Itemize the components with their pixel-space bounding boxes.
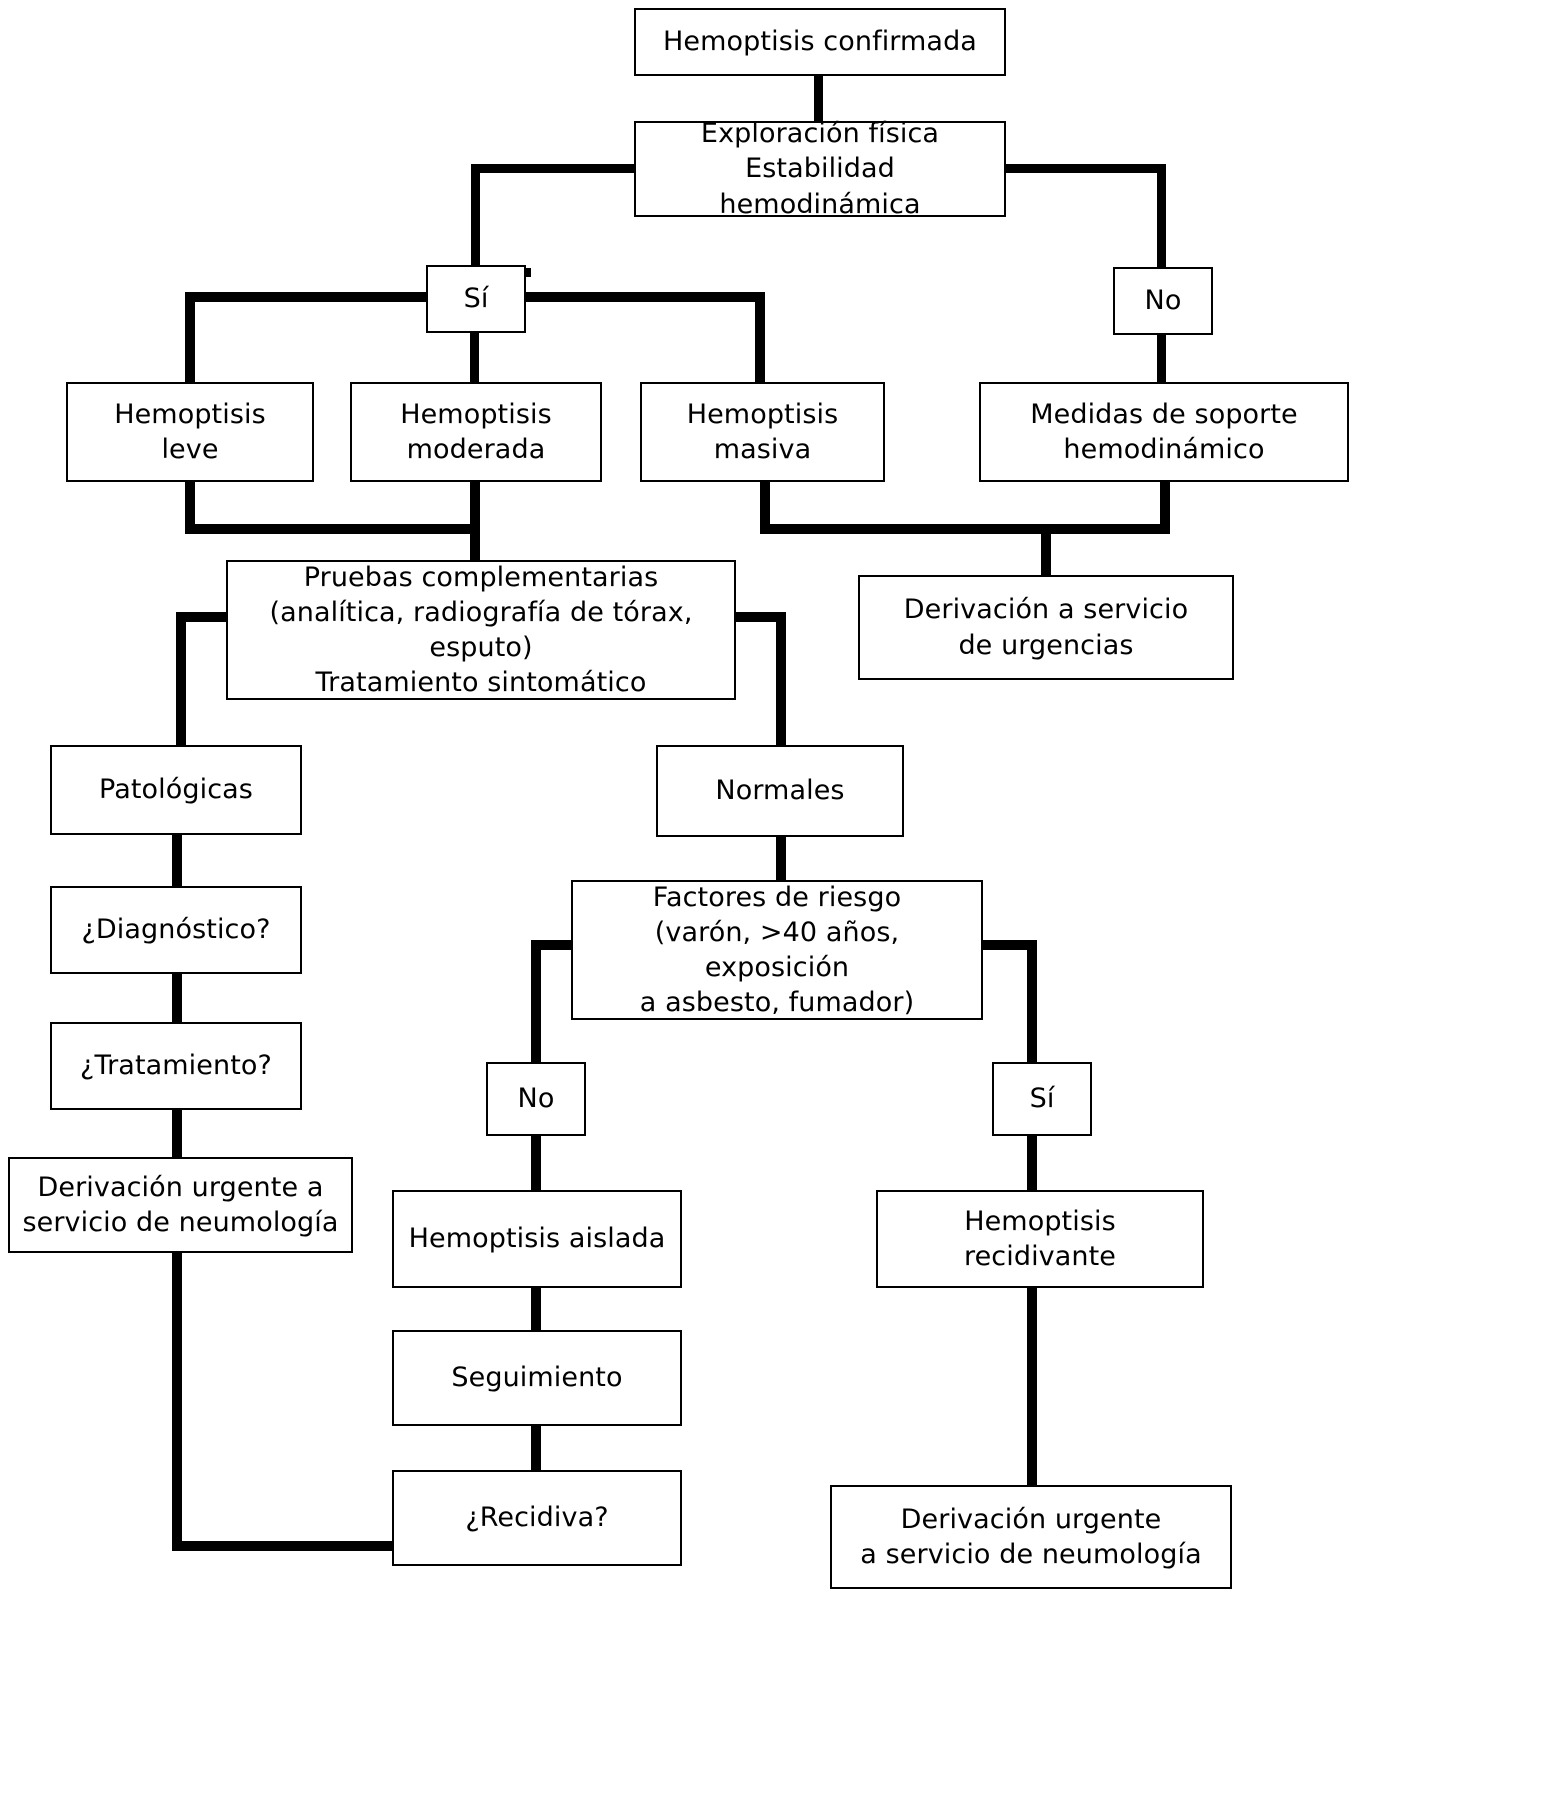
node-exploracion-fisica[interactable]: Exploración física Estabilidad hemodinám… xyxy=(634,118,1006,220)
node-pruebas-complementarias[interactable]: Pruebas complementarias (analítica, radi… xyxy=(226,560,736,700)
edge-medidas-down xyxy=(1160,480,1170,532)
edge-si2-to-recidivante xyxy=(1027,1130,1037,1192)
edge-tratamiento-to-derivacion xyxy=(172,1107,182,1160)
node-label: ¿Recidiva? xyxy=(465,1502,609,1534)
node-label: Derivación a servicio de urgencias xyxy=(903,594,1189,661)
edge-seguimiento-to-recidiva xyxy=(531,1423,541,1476)
node-patologicas[interactable]: Patológicas xyxy=(50,745,302,835)
edge-patologicas-to-diagnostico xyxy=(172,833,182,889)
node-label: Patológicas xyxy=(99,774,253,806)
edge-pruebas-left-horizontal xyxy=(176,612,231,622)
edge-pruebas-left-vertical xyxy=(176,612,186,747)
node-factores-riesgo[interactable]: Factores de riesgo (varón, >40 años, exp… xyxy=(571,880,983,1020)
node-label: Hemoptisis recidivante xyxy=(963,1205,1117,1272)
node-label: Exploración física Estabilidad hemodinám… xyxy=(700,118,940,220)
edge-factores-right-vertical xyxy=(1027,940,1037,1065)
node-label: Medidas de soporte hemodinámico xyxy=(1030,398,1298,465)
edge-factores-left-horizontal xyxy=(531,940,581,950)
edge-merge-to-urgencias xyxy=(1041,524,1051,577)
edge-recidivante-to-derivacion xyxy=(1027,1285,1037,1490)
node-recidiva[interactable]: ¿Recidiva? xyxy=(392,1470,682,1566)
node-label: Seguimiento xyxy=(451,1362,623,1394)
node-hemoptisis-leve[interactable]: Hemoptisis leve xyxy=(66,382,314,482)
edge-derivacion-izq-down xyxy=(172,1250,182,1550)
node-label: Normales xyxy=(715,775,845,807)
edge-si-top-vertical xyxy=(471,240,480,276)
edge-leve-moderada-merge-horizontal xyxy=(185,524,480,534)
edge-no-to-medidas xyxy=(1157,330,1166,385)
node-no-2[interactable]: No xyxy=(486,1062,586,1136)
node-label: Hemoptisis leve xyxy=(114,398,266,465)
node-medidas-soporte[interactable]: Medidas de soporte hemodinámico xyxy=(979,382,1349,482)
node-derivacion-urgencias[interactable]: Derivación a servicio de urgencias xyxy=(858,575,1234,680)
edge-exploracion-right-horizontal xyxy=(1006,164,1166,173)
node-label: No xyxy=(1144,285,1182,317)
node-hemoptisis-recidivante[interactable]: Hemoptisis recidivante xyxy=(876,1190,1204,1288)
edge-confirmada-to-exploracion xyxy=(814,74,823,124)
edge-pruebas-right-vertical xyxy=(776,612,786,747)
edge-factores-left-vertical xyxy=(531,940,541,1065)
node-label: Sí xyxy=(463,283,489,315)
edge-right-to-no-vertical xyxy=(1157,164,1166,270)
node-tratamiento[interactable]: ¿Tratamiento? xyxy=(50,1022,302,1110)
edge-bus-right-drop xyxy=(755,292,765,385)
edge-si-down-vertical xyxy=(470,330,479,385)
edge-merge-to-pruebas xyxy=(470,524,480,562)
node-label: Hemoptisis moderada xyxy=(400,398,552,465)
node-si-1[interactable]: Sí xyxy=(426,265,526,333)
edge-moderada-down xyxy=(470,480,480,532)
node-label: Pruebas complementarias (analítica, radi… xyxy=(269,561,693,699)
edge-bus-left-drop xyxy=(185,292,195,385)
node-hemoptisis-moderada[interactable]: Hemoptisis moderada xyxy=(350,382,602,482)
node-seguimiento[interactable]: Seguimiento xyxy=(392,1330,682,1426)
node-derivacion-urgente-neumologia-derecha[interactable]: Derivación urgente a servicio de neumolo… xyxy=(830,1485,1232,1589)
node-derivacion-urgente-neumologia-izquierda[interactable]: Derivación urgente a servicio de neumolo… xyxy=(8,1157,353,1253)
node-hemoptisis-aislada[interactable]: Hemoptisis aislada xyxy=(392,1190,682,1288)
node-hemoptisis-confirmada[interactable]: Hemoptisis confirmada xyxy=(634,8,1006,76)
node-label: No xyxy=(517,1083,555,1115)
node-label: Hemoptisis aislada xyxy=(408,1223,666,1255)
node-hemoptisis-masiva[interactable]: Hemoptisis masiva xyxy=(640,382,885,482)
node-label: ¿Diagnóstico? xyxy=(81,914,271,946)
edge-exploracion-left-horizontal xyxy=(471,164,636,173)
edge-masiva-down xyxy=(760,480,770,532)
edge-factores-right-horizontal xyxy=(982,940,1037,950)
node-no-1[interactable]: No xyxy=(1113,267,1213,335)
node-diagnostico[interactable]: ¿Diagnóstico? xyxy=(50,886,302,974)
node-label: Hemoptisis masiva xyxy=(686,398,839,465)
edge-diagnostico-to-tratamiento xyxy=(172,970,182,1026)
edge-masiva-medidas-merge-horizontal xyxy=(760,524,1170,534)
node-normales[interactable]: Normales xyxy=(656,745,904,837)
edge-no2-to-aislada xyxy=(531,1130,541,1192)
node-label: ¿Tratamiento? xyxy=(80,1050,272,1082)
node-label: Derivación urgente a servicio de neumolo… xyxy=(22,1171,339,1238)
edge-normales-to-factores xyxy=(776,835,786,883)
node-label: Sí xyxy=(1029,1083,1055,1115)
node-label: Hemoptisis confirmada xyxy=(663,26,977,58)
edge-leve-down xyxy=(185,480,195,532)
node-label: Derivación urgente a servicio de neumolo… xyxy=(860,1503,1202,1570)
edge-exploracion-left-vertical xyxy=(471,164,480,276)
node-label: Factores de riesgo (varón, >40 años, exp… xyxy=(639,881,915,1019)
edge-aislada-to-seguimiento xyxy=(531,1285,541,1338)
edge-pruebas-right-horizontal xyxy=(731,612,786,622)
node-si-2[interactable]: Sí xyxy=(992,1062,1092,1136)
edge-recidiva-loop-horizontal xyxy=(172,1541,394,1551)
